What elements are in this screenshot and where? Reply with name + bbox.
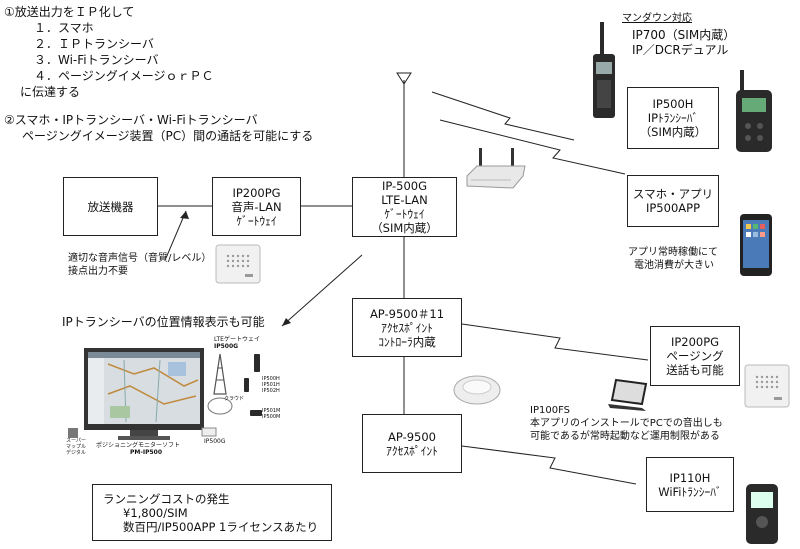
- box-broadcast-equipment: 放送機器: [63, 177, 158, 236]
- arrow-head-audio: [180, 211, 189, 219]
- box-ip500g-gateway: IP-500G LTE-LAN ｹﾞｰﾄｳｪｲ （SIM内蔵）: [352, 177, 457, 237]
- box-ip200pg-line-3: ｹﾞｰﾄｳｪｲ: [236, 213, 277, 228]
- smartphone-icon: [740, 214, 772, 276]
- laptop-icon: [608, 378, 648, 411]
- box-ip500g-line-4: （SIM内蔵）: [371, 221, 438, 235]
- monitor-logo-sub: デジタル: [66, 450, 86, 456]
- note-app-battery-1: アプリ常時稼働にて: [628, 247, 718, 258]
- note-ip700-2: IP／DCRデュアル: [632, 43, 729, 57]
- note-ip100fs-1: IP100FS: [530, 405, 570, 416]
- box-paging-line-3: 送話も可能: [666, 363, 724, 377]
- box-ip500h-line-2: IPﾄﾗﾝｼｰﾊﾞ: [647, 111, 699, 125]
- intro-item-4: ４．ページングイメージｏｒＰＣ: [34, 69, 214, 83]
- box-ip200pg-paging: IP200PG ページング 送話も可能: [650, 326, 740, 386]
- wireless-ip110h: [461, 445, 637, 485]
- intro-heading-1: ①放送出力をＩＰ化して: [4, 5, 135, 19]
- note-position: IPトランシーバの位置情報表示も可能: [62, 315, 265, 329]
- note-audio-1: 適切な音声信号（音質/レベル）: [68, 253, 212, 264]
- box-smartphone-app: スマホ・アプリ IP500APP: [627, 175, 719, 227]
- monitor-gateway-model: IP500G: [214, 343, 239, 350]
- monitor-software-model: PM-IP500: [130, 449, 163, 456]
- box-ip110h-line-1: IP110H: [669, 470, 711, 485]
- box-smartphone-line-2: IP500APP: [645, 201, 700, 215]
- box-broadcast-label: 放送機器: [87, 199, 134, 214]
- box-ap11-line-1: AP-9500＃11: [369, 306, 445, 321]
- intro-heading-2b: ページングイメージ装置（PC）間の通話を可能にする: [22, 129, 314, 143]
- box-smartphone-line-1: スマホ・アプリ: [632, 187, 714, 201]
- monitor-logo-text: スーパー マップル: [66, 438, 87, 450]
- access-point-icon: [453, 375, 501, 405]
- intro-item-1: １．スマホ: [34, 21, 94, 35]
- position-monitor-illustration: LTEゲートウェイ IP500G IP500H IP501H IP502H IP…: [64, 334, 280, 456]
- box-ip500h: IP500H IPﾄﾗﾝｼｰﾊﾞ （SIM内蔵）: [627, 87, 719, 149]
- box-ap11-line-2: ｱｸｾｽﾎﾟｲﾝﾄ: [381, 320, 433, 335]
- wireless-paging: [461, 323, 649, 361]
- intro-item-2: ２．ＩＰトランシーバ: [34, 37, 154, 51]
- box-paging-line-2: ページング: [666, 349, 724, 363]
- cost-sim: ¥1,800/SIM: [123, 505, 188, 520]
- monitor-mobile-models: IP501M IP500M: [262, 408, 281, 420]
- ip110h-radio-icon: [746, 484, 778, 544]
- box-ip110h-line-2: WiFiﾄﾗﾝｼｰﾊﾞ: [658, 484, 722, 499]
- box-ip200pg-gateway: IP200PG 音声-LAN ｹﾞｰﾄｳｪｲ: [212, 177, 301, 236]
- box-ap-line-1: AP-9500: [388, 429, 436, 444]
- ip500h-radio-icon: [736, 70, 772, 152]
- box-ip200pg-line-2: 音声-LAN: [231, 199, 282, 214]
- line-audio-note: [165, 210, 187, 259]
- wireless-ip500h: [439, 119, 626, 175]
- monitor-gateway-label: LTEゲートウェイ: [214, 336, 260, 343]
- cost-title: ランニングコストの発生: [103, 491, 230, 506]
- ip700-radio-icon: [593, 22, 615, 118]
- ip200pg-unit-icon: [215, 244, 261, 284]
- note-ip100fs-2: 本アプリのインストールでPCでの音出しも: [530, 418, 723, 429]
- wireless-ip700: [431, 91, 575, 141]
- box-ap11-line-3: ｺﾝﾄﾛｰﾗ内蔵: [378, 334, 436, 349]
- box-ip200pg-line-1: IP200PG: [232, 185, 281, 200]
- monitor-software-name: ポジショニングモニターソフト: [96, 442, 181, 449]
- monitor-cloud-label: クラウド: [224, 396, 245, 402]
- intro-heading-2: ②スマホ・IPトランシーバ・Wi-Fiトランシーバ: [4, 113, 258, 127]
- note-ip700-1: IP700（SIM内蔵）: [632, 28, 736, 42]
- box-ap-line-2: ｱｸｾｽﾎﾟｲﾝﾄ: [386, 443, 438, 458]
- arrow-head-position: [282, 318, 291, 326]
- box-running-cost: ランニングコストの発生 ¥1,800/SIM 数百円/IP500APP 1ライセ…: [92, 484, 332, 541]
- box-ap9500-11: AP-9500＃11 ｱｸｾｽﾎﾟｲﾝﾄ ｺﾝﾄﾛｰﾗ内蔵: [352, 298, 462, 357]
- cost-app: 数百円/IP500APP 1ライセンスあたり: [123, 519, 319, 534]
- monitor-icon: [68, 348, 262, 440]
- note-ip100fs-3: 可能であるが常時起動など運用制限がある: [530, 431, 720, 442]
- line-position-note: [281, 254, 363, 327]
- intro-tail: に伝達する: [20, 85, 81, 99]
- intro-item-3: ３．Wi-Fiトランシーバ: [34, 53, 159, 67]
- box-ip500g-line-3: ｹﾞｰﾄｳｪｲ: [384, 207, 425, 221]
- box-ip500h-line-3: （SIM内蔵）: [639, 125, 707, 139]
- note-mandown: マンダウン対応: [622, 13, 692, 24]
- box-ap9500: AP-9500 ｱｸｾｽﾎﾟｲﾝﾄ: [362, 414, 462, 473]
- ip200pg-paging-unit-icon: [744, 364, 790, 408]
- box-ip110h: IP110H WiFiﾄﾗﾝｼｰﾊﾞ: [646, 457, 734, 512]
- monitor-radio-models: IP500H IP501H IP502H: [262, 376, 280, 394]
- note-audio-2: 接点出力不要: [68, 266, 128, 277]
- antenna-icon: [396, 72, 412, 85]
- box-ip500g-line-1: IP-500G: [381, 179, 428, 193]
- monitor-bottom-gateway: IP500G: [204, 438, 226, 445]
- box-ip500h-line-1: IP500H: [652, 97, 694, 111]
- note-app-battery-2: 電池消費が大きい: [634, 260, 714, 271]
- box-ip500g-line-2: LTE-LAN: [381, 193, 428, 207]
- box-paging-line-1: IP200PG: [670, 335, 720, 349]
- lte-router-icon: [466, 148, 526, 189]
